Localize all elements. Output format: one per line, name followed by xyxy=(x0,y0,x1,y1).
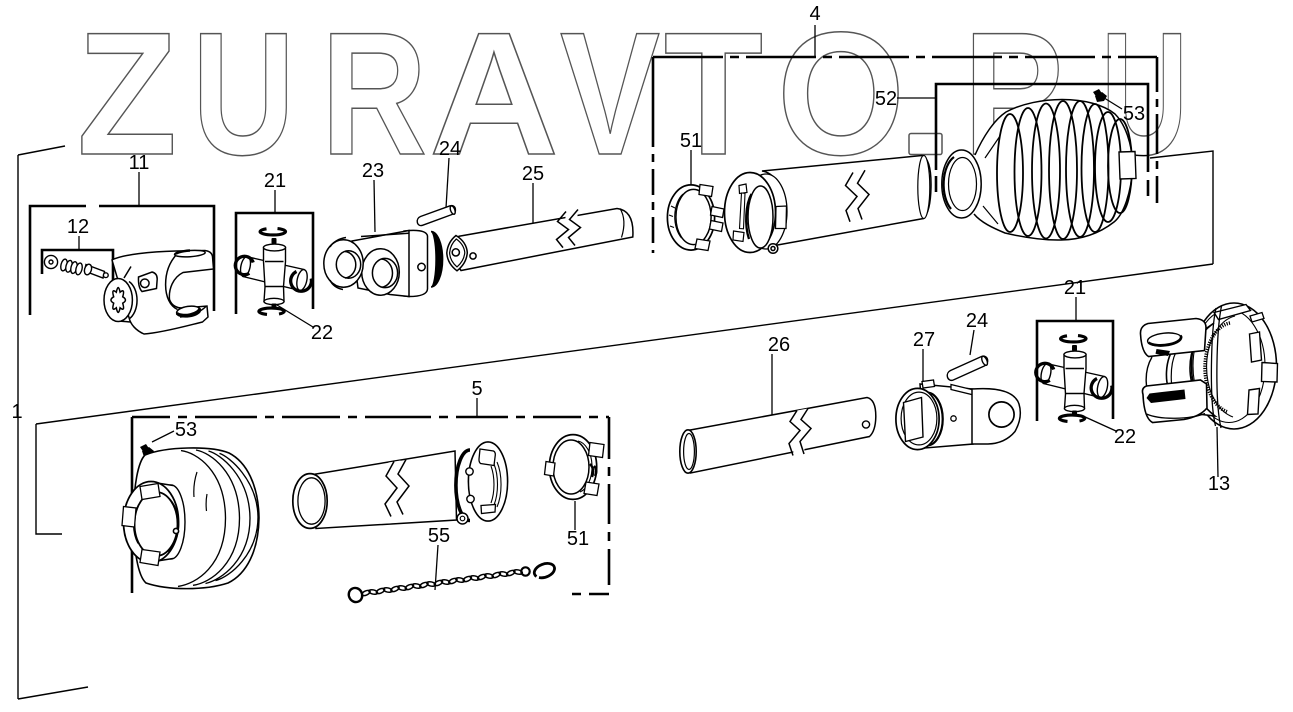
svg-text:53: 53 xyxy=(1123,103,1145,125)
svg-text:24: 24 xyxy=(966,310,988,332)
svg-text:22: 22 xyxy=(1114,426,1136,448)
svg-text:11: 11 xyxy=(129,152,150,174)
svg-text:V: V xyxy=(560,0,660,192)
svg-text:24: 24 xyxy=(439,138,461,160)
svg-text:26: 26 xyxy=(768,334,790,356)
svg-text:51: 51 xyxy=(680,130,702,152)
svg-text:A: A xyxy=(429,0,559,192)
svg-text:4: 4 xyxy=(809,3,820,25)
svg-text:T: T xyxy=(664,0,763,192)
svg-text:12: 12 xyxy=(67,216,89,238)
svg-text:R: R xyxy=(321,0,427,192)
svg-text:5: 5 xyxy=(471,378,482,400)
svg-text:53: 53 xyxy=(175,419,197,441)
svg-text:U: U xyxy=(192,0,295,192)
svg-text:21: 21 xyxy=(264,170,286,192)
svg-text:22: 22 xyxy=(311,322,333,344)
svg-text:23: 23 xyxy=(362,160,384,182)
svg-text:1: 1 xyxy=(11,401,22,423)
svg-text:55: 55 xyxy=(428,525,450,547)
svg-text:13: 13 xyxy=(1208,473,1230,495)
svg-text:52: 52 xyxy=(875,88,897,110)
svg-text:21: 21 xyxy=(1064,277,1086,299)
svg-text:51: 51 xyxy=(567,528,589,550)
svg-text:25: 25 xyxy=(522,163,544,185)
svg-text:Z: Z xyxy=(77,0,177,192)
svg-text:27: 27 xyxy=(913,329,935,351)
